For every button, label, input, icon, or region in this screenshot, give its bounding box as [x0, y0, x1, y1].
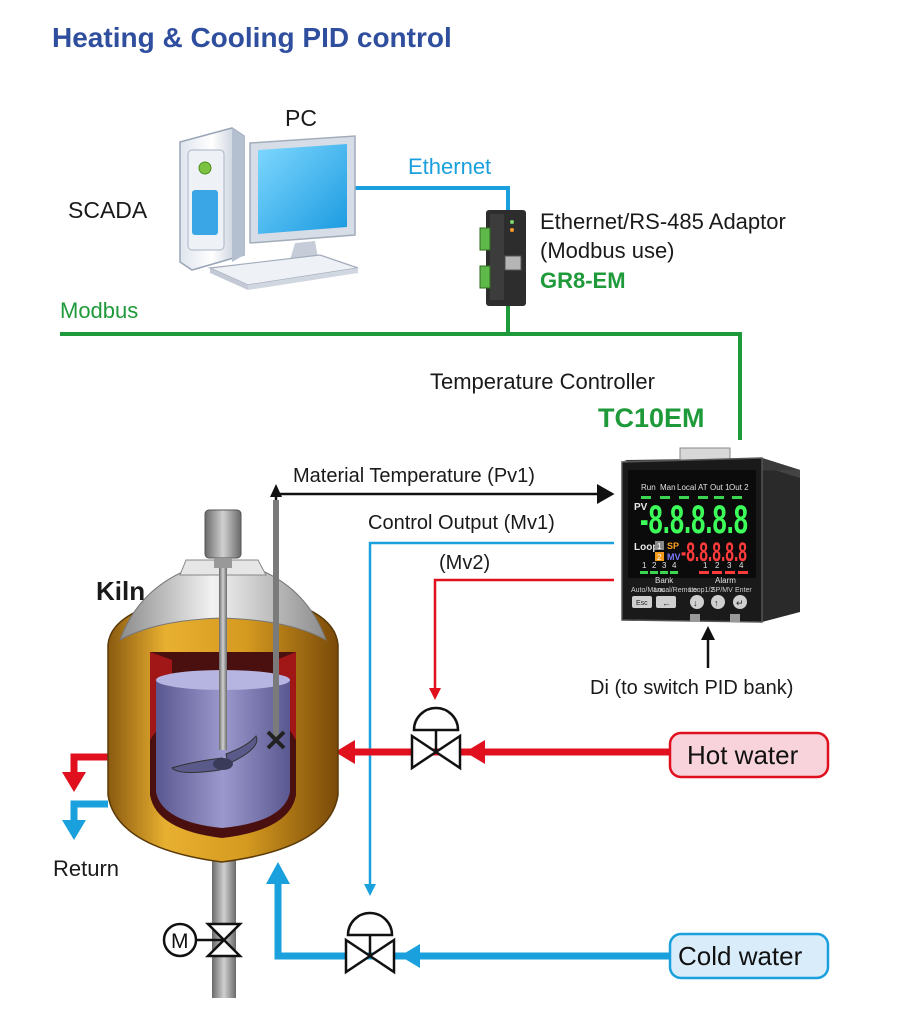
bank-number-4: 4 [672, 561, 677, 570]
up-key-cap: ↑ [714, 598, 719, 608]
loop-number-2: 2 [657, 553, 662, 562]
pc-tower [179, 127, 245, 271]
pv-label: PV [634, 502, 648, 513]
cold-water-label: Cold water [678, 941, 803, 971]
ethernet-line [355, 186, 510, 212]
diagram-title: Heating & Cooling PID control [52, 22, 452, 53]
hot-control-valve [410, 706, 462, 771]
di-arrowhead [701, 626, 715, 640]
adaptor-label-line2: (Modbus use) [540, 238, 675, 263]
controller-model: TC10EM [598, 403, 705, 433]
alarm-number-3: 3 [727, 561, 732, 570]
led-label-local: Local [677, 483, 696, 492]
led-label-run: Run [641, 483, 656, 492]
pv1-up-arrowhead [270, 484, 282, 497]
down-key[interactable] [690, 595, 704, 609]
return-label: Return [53, 856, 119, 881]
left-key-cap: ← [662, 598, 671, 608]
bank-number-1: 1 [642, 561, 647, 570]
bank-label: Bank [655, 576, 674, 585]
pc-label: PC [285, 105, 317, 131]
key-label-auto-manu: Auto/Manu [631, 587, 665, 594]
hot-inlet-arrowhead [335, 740, 355, 764]
pv1-label: Material Temperature (Pv1) [293, 465, 535, 487]
cold-water-pipe [274, 878, 672, 960]
pc-keyboard [207, 254, 359, 290]
controller-label: Temperature Controller [430, 369, 655, 394]
alarm-number-4: 4 [739, 561, 744, 570]
enter-key-cap: ↵ [736, 598, 744, 608]
cold-water-badge: Cold water [668, 932, 830, 980]
bank-alarm-row: 1 2 3 4 1 2 3 4 Bank Alarm [640, 561, 748, 585]
pc-illustration [179, 127, 359, 290]
up-key[interactable] [711, 595, 725, 609]
modbus-line [60, 332, 742, 440]
led-label-man: Man [660, 483, 676, 492]
hot-water-label: Hot water [687, 740, 799, 770]
modbus-label: Modbus [60, 298, 138, 323]
hot-valve-arrowhead [465, 740, 485, 764]
cold-return-arrowhead [62, 820, 86, 840]
kiln-label: Kiln [96, 576, 145, 606]
down-key-cap: ↓ [693, 598, 698, 608]
key-label-sp-mv: SP/MV [711, 587, 733, 594]
key-label-loop: Loop1/2 [689, 587, 714, 594]
sp-display: -8.8.8.8.8 [681, 537, 747, 567]
mv-label: MV [667, 552, 681, 562]
mv2-label: (Mv2) [439, 552, 490, 574]
ethernet-label: Ethernet [408, 154, 491, 179]
pc-monitor [249, 135, 356, 260]
adaptor-model: GR8-EM [540, 268, 626, 293]
di-label: Di (to switch PID bank) [590, 677, 793, 699]
left-key[interactable] [656, 596, 676, 608]
mv1-arrowhead [364, 884, 376, 896]
motor-valve: M [162, 922, 244, 958]
adaptor-device [479, 210, 526, 306]
scada-label: SCADA [68, 197, 148, 223]
mv1-label: Control Output (Mv1) [368, 512, 555, 534]
loop-number-1: 1 [657, 542, 662, 551]
key-label-local-remote: Local/Remote [654, 587, 697, 594]
esc-key-cap: Esc [636, 600, 648, 607]
alarm-number-2: 2 [715, 561, 720, 570]
led-label-at: AT [698, 483, 708, 492]
alarm-number-1: 1 [703, 561, 708, 570]
enter-key[interactable] [733, 595, 747, 609]
adaptor-label-line1: Ethernet/RS-485 Adaptor [540, 209, 786, 234]
key-label-enter: Enter [735, 587, 752, 594]
temperature-sensor [266, 500, 286, 750]
controller-keys: Auto/Manu Local/Remote Loop1/2 SP/MV Ent… [631, 587, 752, 609]
mv2-signal-line [433, 578, 614, 695]
esc-key[interactable] [632, 596, 652, 608]
mv1-signal-line [368, 541, 614, 892]
bank-number-2: 2 [652, 561, 657, 570]
cold-valve-arrowhead [400, 944, 420, 968]
hot-return-arrowhead [62, 772, 86, 792]
bank-number-3: 3 [662, 561, 667, 570]
led-label-out2: Out 2 [729, 483, 749, 492]
sp-label: SP [667, 541, 679, 551]
cold-return-pipe [70, 800, 108, 824]
kiln-vessel [107, 509, 339, 998]
hot-return-pipe [70, 753, 108, 776]
mv2-arrowhead [429, 688, 441, 700]
controller-top-leds: Run Man Local AT Out 1 Out 2 [641, 483, 749, 499]
led-label-out1: Out 1 [710, 483, 730, 492]
pv-display: -8.8.8.8.8 [640, 498, 748, 542]
motor-symbol: M [171, 930, 189, 953]
cold-control-valve [344, 911, 396, 975]
alarm-label: Alarm [715, 576, 736, 585]
loop-label: Loop [634, 542, 658, 553]
hot-water-badge: Hot water [668, 731, 830, 779]
cold-inlet-arrowhead [266, 862, 290, 884]
